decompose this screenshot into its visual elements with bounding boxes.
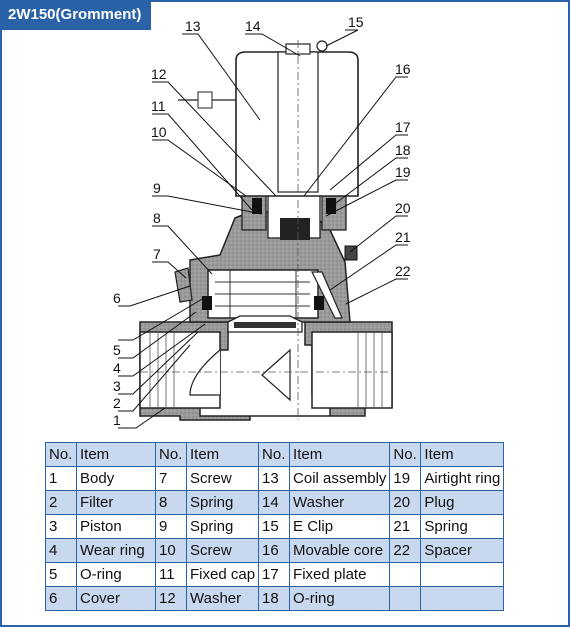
valve-cross-section: 1 2 3 4 5 6 7 8 9 10 11 12 13 14 15 16 1…	[113, 14, 411, 429]
table-cell	[389, 562, 422, 587]
table-cell: Filter	[76, 490, 156, 515]
table-cell: 4	[45, 538, 77, 563]
table-cell: 20	[389, 490, 422, 515]
callout-20: 20	[395, 200, 411, 216]
table-cell: 5	[45, 562, 77, 587]
table-cell: Fixed cap	[185, 562, 260, 587]
table-row: 5 O-ring 11 Fixed cap 17 Fixed plate	[45, 562, 505, 587]
table-cell: Spring	[185, 490, 260, 515]
table-cell: 12	[155, 586, 187, 611]
table-cell: 8	[155, 490, 187, 515]
table-row: 4 Wear ring 10 Screw 16 Movable core 22 …	[45, 538, 505, 563]
table-cell: Screw	[185, 538, 260, 563]
callout-17: 17	[395, 119, 411, 135]
header-item: Item	[76, 442, 156, 467]
callout-19: 19	[395, 164, 411, 180]
table-row: 6 Cover 12 Washer 18 O-ring	[45, 586, 505, 611]
table-cell: E Clip	[289, 514, 391, 539]
table-cell: 13	[258, 466, 291, 491]
table-cell: Spacer	[420, 538, 505, 563]
table-cell: 22	[389, 538, 422, 563]
callout-2: 2	[113, 395, 121, 411]
table-cell: 3	[45, 514, 77, 539]
table-cell: Cover	[76, 586, 156, 611]
solenoid-operator	[178, 40, 359, 420]
table-cell: Screw	[185, 466, 260, 491]
table-cell: O-ring	[76, 562, 156, 587]
table-row: 1 Body 7 Screw 13 Coil assembly 19 Airti…	[45, 466, 505, 491]
header-item: Item	[420, 442, 505, 467]
header-no: No.	[45, 442, 77, 467]
header-no: No.	[155, 442, 187, 467]
table-cell: Fixed plate	[289, 562, 391, 587]
callout-6: 6	[113, 290, 121, 306]
table-cell: 10	[155, 538, 187, 563]
table-cell: Coil assembly	[289, 466, 391, 491]
callout-labels: 1 2 3 4 5 6 7 8 9 10 11 12 13 14 15 16 1…	[113, 14, 411, 428]
header-no: No.	[258, 442, 291, 467]
callout-3: 3	[113, 378, 121, 394]
table-cell: Piston	[76, 514, 156, 539]
callout-14: 14	[245, 18, 261, 34]
table-cell: Movable core	[289, 538, 391, 563]
callout-13: 13	[185, 18, 201, 34]
callout-16: 16	[395, 61, 411, 77]
valve-cover	[174, 211, 358, 333]
table-cell: Wear ring	[76, 538, 156, 563]
header-item: Item	[185, 442, 260, 467]
table-cell	[420, 586, 505, 611]
callout-11: 11	[151, 98, 166, 114]
callout-21: 21	[395, 229, 411, 245]
callout-1: 1	[113, 412, 121, 428]
leader-lines	[118, 29, 408, 429]
table-cell: Body	[76, 466, 156, 491]
table-cell: Washer	[185, 586, 260, 611]
table-cell: 7	[155, 466, 187, 491]
parts-table: No. Item No. Item No. Item No. Item 1 Bo…	[45, 442, 505, 611]
callout-4: 4	[113, 360, 121, 376]
table-row: 2 Filter 8 Spring 14 Washer 20 Plug	[45, 490, 505, 515]
callout-5: 5	[113, 342, 121, 358]
table-cell: 11	[155, 562, 187, 587]
table-cell: Washer	[289, 490, 391, 515]
table-cell: 21	[389, 514, 422, 539]
callout-18: 18	[395, 142, 411, 158]
callout-10: 10	[151, 124, 167, 140]
callout-22: 22	[395, 263, 411, 279]
table-cell: 14	[258, 490, 291, 515]
table-cell: 16	[258, 538, 291, 563]
table-cell: 15	[258, 514, 291, 539]
table-cell: Spring	[185, 514, 260, 539]
callout-12: 12	[151, 66, 167, 82]
table-cell: Plug	[420, 490, 505, 515]
table-cell: 17	[258, 562, 291, 587]
callout-8: 8	[153, 210, 161, 226]
table-cell: 19	[389, 466, 422, 491]
parts-table-header: No. Item No. Item No. Item No. Item	[45, 442, 505, 467]
table-cell: 9	[155, 514, 187, 539]
table-cell: 18	[258, 586, 291, 611]
table-cell	[420, 562, 505, 587]
table-cell: Spring	[420, 514, 505, 539]
table-cell: 2	[45, 490, 77, 515]
callout-15: 15	[348, 14, 364, 30]
table-cell: 1	[45, 466, 77, 491]
callout-7: 7	[153, 246, 161, 262]
callout-9: 9	[153, 180, 161, 196]
table-cell	[389, 586, 422, 611]
diagram-title: 2W150(Gromment)	[0, 0, 152, 30]
header-no: No.	[389, 442, 422, 467]
table-cell: Airtight ring	[420, 466, 505, 491]
table-cell: 6	[45, 586, 77, 611]
table-row: 3 Piston 9 Spring 15 E Clip 21 Spring	[45, 514, 505, 539]
header-item: Item	[289, 442, 391, 467]
valve-body	[139, 321, 393, 421]
table-cell: O-ring	[289, 586, 391, 611]
